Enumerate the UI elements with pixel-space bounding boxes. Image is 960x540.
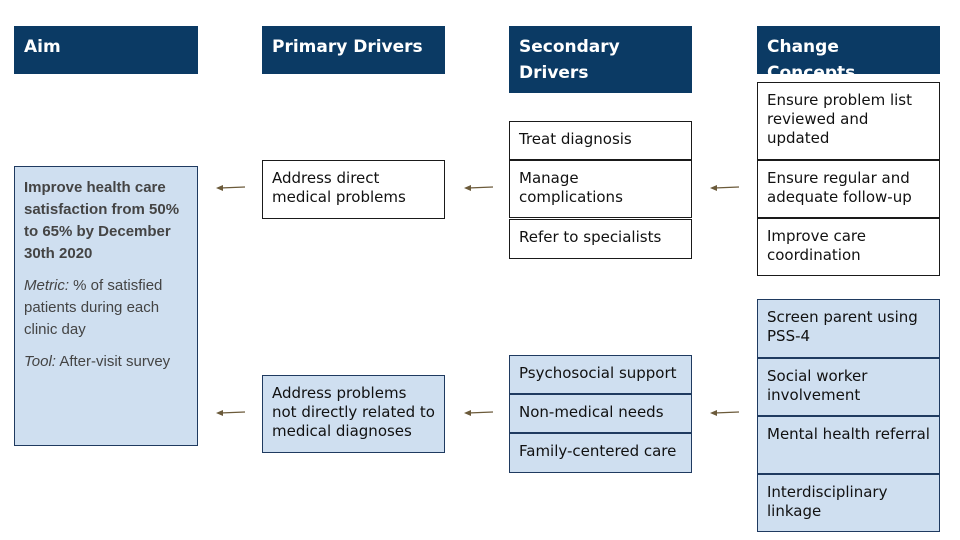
secondary-driver-treat-diagnosis: Treat diagnosis (509, 121, 692, 160)
arrow-left-icon (216, 185, 246, 191)
header-aim: Aim (14, 26, 198, 74)
aim-metric-label: Metric: (24, 277, 69, 294)
secondary-driver-family-centered-care: Family-centered care (509, 433, 692, 473)
change-concept-interdisciplinary-linkage: Interdisciplinary linkage (757, 474, 940, 532)
arrow-left-icon (216, 410, 246, 416)
header-primary-drivers: Primary Drivers (262, 26, 445, 74)
aim-metric: Metric: % of satisfied patients during e… (24, 275, 188, 341)
change-concept-pss4-screen: Screen parent using PSS-4 (757, 299, 940, 358)
arrow-left-icon (710, 185, 740, 191)
header-change-concepts: Change Concepts (757, 26, 940, 83)
change-concept-mental-health-referral: Mental health referral (757, 416, 940, 474)
primary-driver-medical: Address direct medical problems (262, 160, 445, 219)
aim-tool-label: Tool: (24, 353, 56, 370)
arrow-left-icon (464, 185, 494, 191)
secondary-driver-non-medical-needs: Non-medical needs (509, 394, 692, 433)
secondary-driver-psychosocial-support: Psychosocial support (509, 355, 692, 394)
change-concept-care-coordination: Improve care coordination (757, 218, 940, 276)
aim-metric-text: % of satisfied patients during each clin… (24, 277, 163, 338)
aim-box: Improve health care satisfaction from 50… (14, 166, 198, 446)
secondary-driver-manage-complications: Manage complications (509, 160, 692, 218)
change-concept-social-worker: Social worker involvement (757, 358, 940, 416)
aim-tool-text: After-visit survey (55, 353, 171, 370)
arrow-left-icon (464, 410, 494, 416)
arrow-left-icon (710, 410, 740, 416)
header-secondary-drivers: Secondary Drivers (509, 26, 692, 93)
primary-driver-non-medical: Address problems not directly related to… (262, 375, 445, 453)
aim-title: Improve health care satisfaction from 50… (24, 179, 180, 262)
change-concept-follow-up: Ensure regular and adequate follow-up (757, 160, 940, 218)
aim-tool: Tool: After-visit survey (24, 351, 188, 373)
secondary-driver-refer-specialists: Refer to specialists (509, 219, 692, 259)
change-concept-problem-list: Ensure problem list reviewed and updated (757, 82, 940, 160)
